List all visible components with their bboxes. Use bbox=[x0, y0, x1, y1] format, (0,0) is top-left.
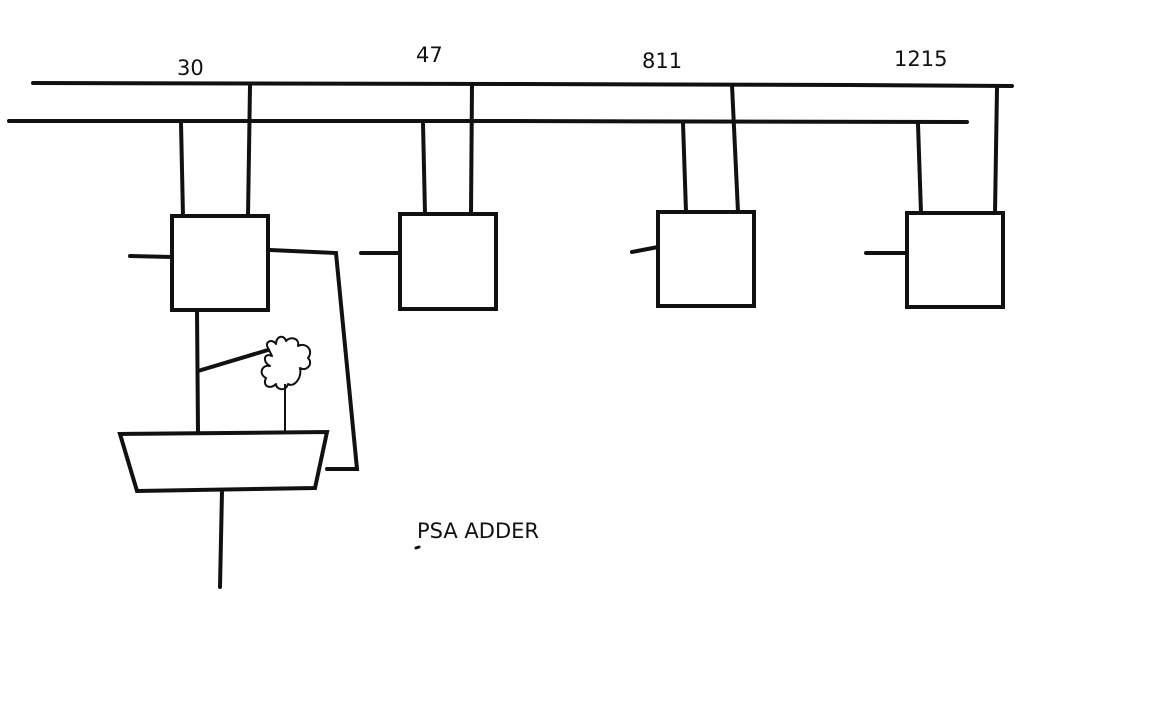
block-4 bbox=[905, 211, 1005, 309]
bus-label-47: 47 bbox=[416, 43, 443, 67]
block-4-tap-upper bbox=[993, 86, 999, 215]
block-3-tap-upper bbox=[730, 83, 740, 214]
block-2 bbox=[398, 212, 498, 311]
block-1-input bbox=[128, 254, 174, 259]
bus-label-811: 811 bbox=[642, 49, 682, 73]
bus-label-30: 30 bbox=[177, 56, 204, 80]
block-2-tap-lower bbox=[421, 121, 427, 216]
block-1-tap-lower bbox=[179, 121, 185, 218]
block-2-tap-upper bbox=[469, 83, 474, 216]
caption-dot bbox=[414, 545, 421, 550]
bus-lower bbox=[7, 119, 969, 124]
block-3-input bbox=[630, 245, 660, 254]
block-4-tap-lower bbox=[916, 122, 923, 215]
block-1-tap-upper bbox=[246, 84, 252, 218]
adder-output-wire bbox=[218, 489, 224, 589]
bus-label-1215: 1215 bbox=[894, 47, 947, 71]
diagram-caption: PSA ADDER bbox=[417, 519, 539, 543]
block-3 bbox=[656, 210, 756, 308]
adder-shape bbox=[117, 429, 330, 494]
block-1-feedback-wire bbox=[268, 248, 360, 471]
scribble-blob-icon bbox=[260, 335, 312, 391]
bus-upper bbox=[31, 81, 1014, 88]
branch-wire bbox=[196, 348, 270, 373]
block-1 bbox=[170, 214, 270, 312]
block-3-tap-lower bbox=[681, 121, 688, 214]
